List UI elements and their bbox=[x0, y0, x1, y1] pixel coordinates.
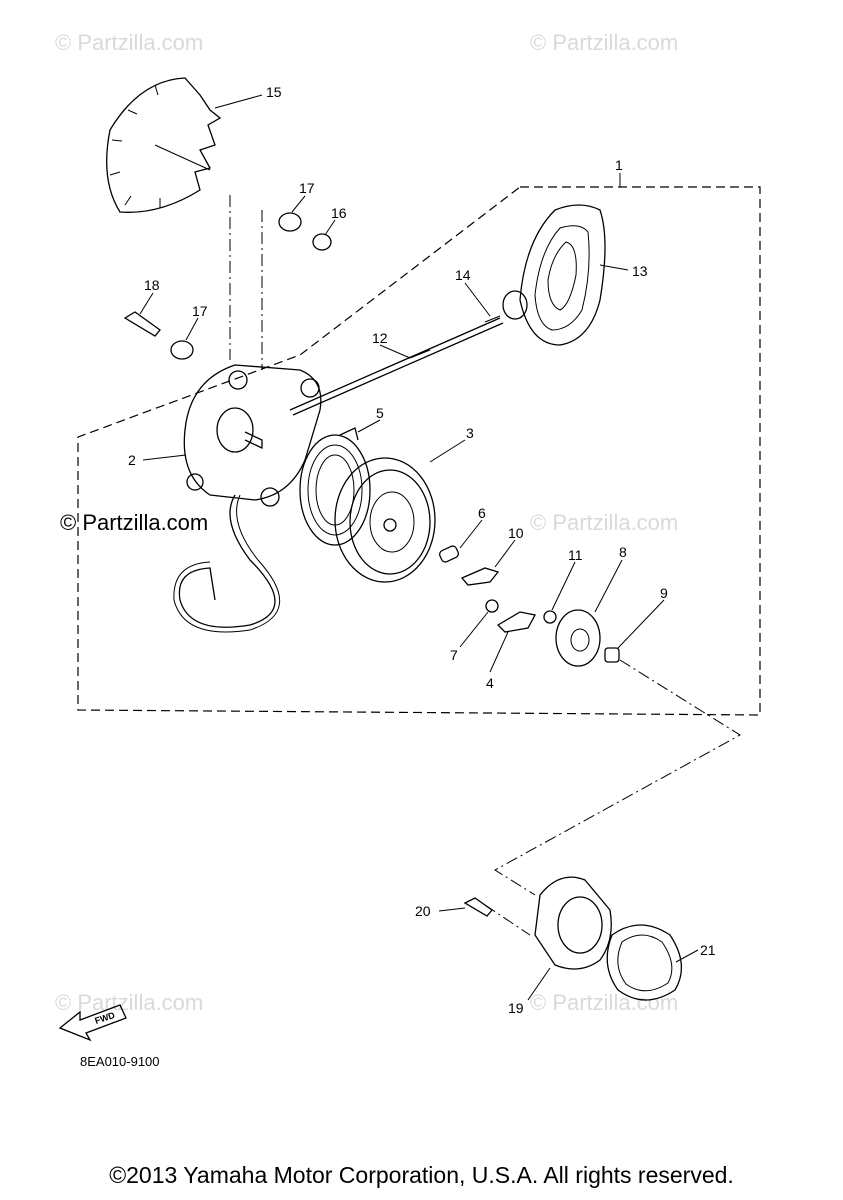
callout-8: 8 bbox=[619, 544, 627, 560]
assembly-boundary bbox=[77, 186, 761, 716]
part-5-spring bbox=[299, 427, 371, 546]
watermark-top-right: © Partzilla.com bbox=[530, 30, 678, 55]
part-21-gasket bbox=[606, 924, 682, 1001]
callout-12: 12 bbox=[372, 330, 388, 346]
leader-lines bbox=[139, 94, 699, 1001]
callout-15: 15 bbox=[266, 84, 282, 100]
callout-6: 6 bbox=[478, 505, 486, 521]
callout-21: 21 bbox=[700, 942, 716, 958]
callout-2: 2 bbox=[128, 452, 136, 468]
watermarks: © Partzilla.com © Partzilla.com © Partzi… bbox=[55, 30, 678, 1015]
callout-20: 20 bbox=[415, 903, 431, 919]
part-12-rope bbox=[289, 315, 504, 416]
callout-3: 3 bbox=[466, 425, 474, 441]
callout-17-left: 17 bbox=[192, 303, 208, 319]
watermark-mid-left: © Partzilla.com bbox=[60, 510, 208, 535]
part-19-cover bbox=[534, 876, 612, 970]
lead-wire bbox=[178, 494, 276, 628]
callouts: 1 2 3 4 5 6 7 8 9 10 11 12 13 14 15 16 1… bbox=[128, 84, 716, 1016]
copyright-notice: ©2013 Yamaha Motor Corporation, U.S.A. A… bbox=[109, 1162, 734, 1188]
hardware-parts bbox=[123, 212, 332, 360]
watermark-bottom-right: © Partzilla.com bbox=[530, 990, 678, 1015]
callout-16: 16 bbox=[331, 205, 347, 221]
part-20-bolt bbox=[463, 897, 493, 917]
callout-10: 10 bbox=[508, 525, 524, 541]
watermark-bottom-left: © Partzilla.com bbox=[55, 990, 203, 1015]
callout-11: 11 bbox=[568, 547, 583, 563]
callout-5: 5 bbox=[376, 405, 384, 421]
watermark-top-left: © Partzilla.com bbox=[55, 30, 203, 55]
assembly-lines bbox=[229, 195, 741, 936]
callout-18: 18 bbox=[144, 277, 160, 293]
callout-19: 19 bbox=[508, 1000, 524, 1016]
part-15-decal bbox=[106, 77, 222, 213]
callout-1: 1 bbox=[615, 157, 623, 173]
part-13-handle bbox=[502, 204, 606, 346]
watermark-mid-right: © Partzilla.com bbox=[530, 510, 678, 535]
part-3-drum bbox=[334, 457, 436, 583]
callout-7: 7 bbox=[450, 647, 458, 663]
callout-14: 14 bbox=[455, 267, 471, 283]
callout-17-top: 17 bbox=[299, 180, 315, 196]
callout-9: 9 bbox=[660, 585, 668, 601]
small-parts bbox=[438, 545, 620, 667]
callout-4: 4 bbox=[486, 675, 494, 691]
callout-13: 13 bbox=[632, 263, 648, 279]
part-2-case bbox=[183, 364, 322, 507]
drawing-code: 8EA010-9100 bbox=[80, 1054, 160, 1069]
